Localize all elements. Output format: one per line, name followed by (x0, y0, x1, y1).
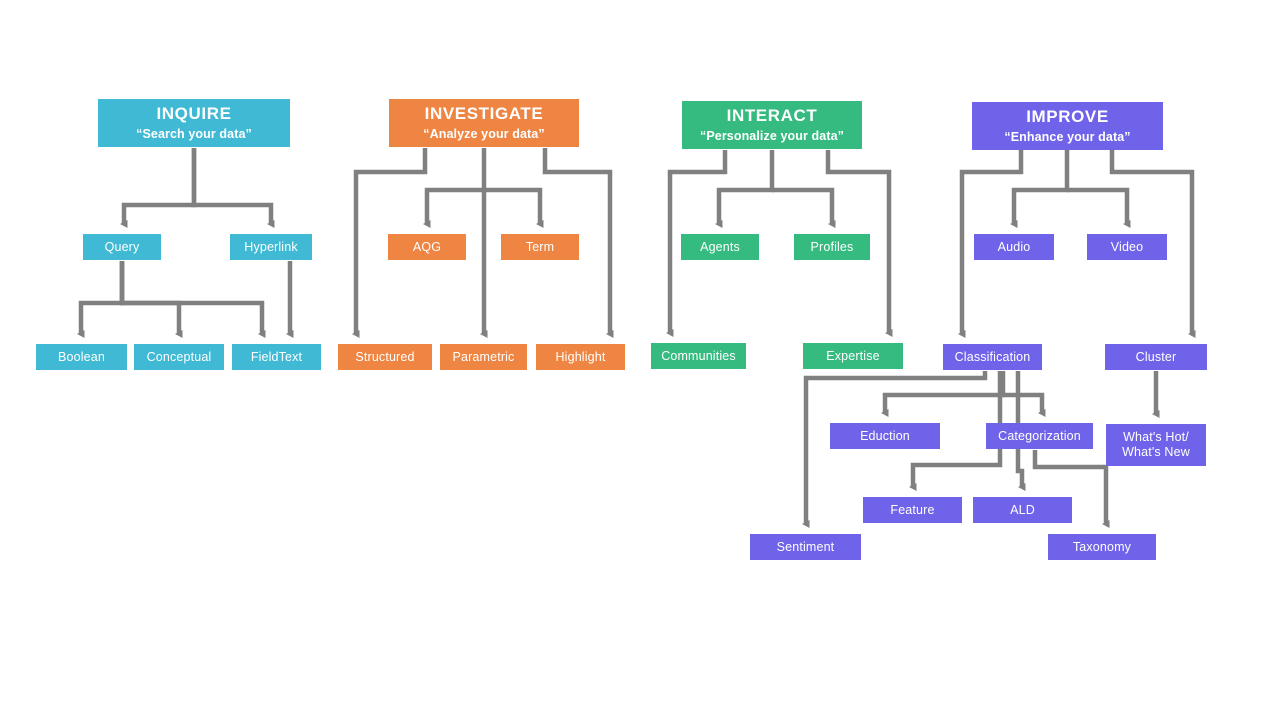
edge-interact-profiles (772, 187, 836, 228)
node-structured[interactable]: Structured (338, 344, 432, 370)
edge-improve-video (1067, 187, 1131, 228)
node-whats-hot-whats-new-label: What's Hot/ What's New (1122, 430, 1190, 459)
node-expertise[interactable]: Expertise (803, 343, 903, 369)
node-highlight-label: Highlight (555, 349, 606, 364)
node-term-label: Term (525, 239, 555, 254)
node-query-label: Query (104, 239, 140, 254)
node-cluster[interactable]: Cluster (1105, 344, 1207, 370)
node-profiles[interactable]: Profiles (794, 234, 870, 260)
edge-inquire-query (120, 148, 197, 228)
pillar-investigate-subtitle: “Analyze your data” (423, 126, 545, 141)
node-feature-label: Feature (890, 502, 935, 517)
pillar-improve-title: IMPROVE (1026, 107, 1109, 127)
node-boolean[interactable]: Boolean (36, 344, 127, 370)
pillar-investigate[interactable]: INVESTIGATE “Analyze your data” (389, 99, 579, 147)
node-audio-label: Audio (997, 239, 1031, 254)
node-eduction-label: Eduction (860, 428, 910, 443)
node-categorization-label: Categorization (998, 428, 1081, 443)
node-video[interactable]: Video (1087, 234, 1167, 260)
node-structured-label: Structured (355, 349, 415, 364)
pillar-improve-subtitle: “Enhance your data” (1004, 129, 1131, 144)
pillar-inquire[interactable]: INQUIRE “Search your data” (98, 99, 290, 147)
edge-classification-categorization (1003, 392, 1046, 417)
node-parametric-label: Parametric (452, 349, 515, 364)
node-classification[interactable]: Classification (943, 344, 1042, 370)
node-ald-label: ALD (1010, 502, 1035, 517)
pillar-investigate-title: INVESTIGATE (424, 104, 544, 124)
edge-query-conceptual (119, 261, 183, 338)
node-categorization[interactable]: Categorization (986, 423, 1093, 449)
node-taxonomy-label: Taxonomy (1072, 539, 1132, 554)
edge-investigate-aqg (423, 187, 484, 228)
node-classification-label: Classification (954, 349, 1031, 364)
node-aqg-label: AQG (412, 239, 442, 254)
node-fieldtext-label: FieldText (250, 349, 303, 364)
pillar-interact-subtitle: “Personalize your data” (699, 128, 844, 143)
node-agents[interactable]: Agents (681, 234, 759, 260)
node-whats-hot-whats-new[interactable]: What's Hot/ What's New (1106, 424, 1206, 466)
node-audio[interactable]: Audio (974, 234, 1054, 260)
node-cluster-label: Cluster (1135, 349, 1177, 364)
node-parametric[interactable]: Parametric (440, 344, 527, 370)
node-video-label: Video (1110, 239, 1144, 254)
node-sentiment[interactable]: Sentiment (750, 534, 861, 560)
node-communities-label: Communities (661, 348, 736, 363)
node-profiles-label: Profiles (810, 239, 854, 254)
node-agents-label: Agents (700, 239, 740, 254)
node-aqg[interactable]: AQG (388, 234, 466, 260)
node-hyperlink-label: Hyperlink (244, 239, 298, 254)
node-boolean-label: Boolean (58, 349, 105, 364)
node-communities[interactable]: Communities (651, 343, 746, 369)
edge-interact-agents (715, 150, 775, 228)
pillar-inquire-title: INQUIRE (156, 104, 232, 124)
node-sentiment-label: Sentiment (776, 539, 835, 554)
node-term[interactable]: Term (501, 234, 579, 260)
edge-query-boolean (77, 261, 125, 338)
pillar-interact-title: INTERACT (726, 106, 818, 126)
pillar-interact[interactable]: INTERACT “Personalize your data” (682, 101, 862, 149)
node-ald[interactable]: ALD (973, 497, 1072, 523)
edge-classification-eduction (881, 371, 1006, 417)
node-query[interactable]: Query (83, 234, 161, 260)
edge-inquire-hyperlink (191, 148, 275, 228)
node-feature[interactable]: Feature (863, 497, 962, 523)
node-conceptual-label: Conceptual (146, 349, 212, 364)
pillar-improve[interactable]: IMPROVE “Enhance your data” (972, 102, 1163, 150)
node-eduction[interactable]: Eduction (830, 423, 940, 449)
node-hyperlink[interactable]: Hyperlink (230, 234, 312, 260)
edge-improve-audio (1010, 150, 1070, 228)
node-fieldtext[interactable]: FieldText (232, 344, 321, 370)
node-highlight[interactable]: Highlight (536, 344, 625, 370)
pillar-inquire-subtitle: “Search your data” (136, 126, 252, 141)
node-conceptual[interactable]: Conceptual (134, 344, 224, 370)
edge-query-fieldtext (119, 261, 266, 338)
node-taxonomy[interactable]: Taxonomy (1048, 534, 1156, 560)
edge-investigate-term (484, 187, 544, 228)
node-expertise-label: Expertise (826, 348, 880, 363)
